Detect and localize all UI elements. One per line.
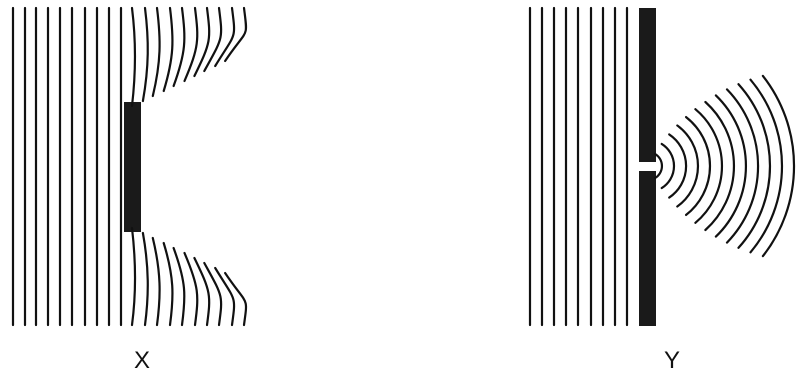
panel-y-label: Y xyxy=(664,349,680,373)
x-obstacle-barrier xyxy=(124,102,141,232)
x-lower-wavefront xyxy=(185,253,198,325)
y-barrier-upper xyxy=(639,8,656,162)
y-circular-wavefront xyxy=(716,95,746,236)
x-upper-wavefront xyxy=(225,8,246,61)
x-upper-wavefront xyxy=(215,8,234,66)
x-lower-wavefront xyxy=(132,228,135,325)
x-lower-wavefront xyxy=(143,233,148,325)
x-diffracted-wavefronts-upper xyxy=(132,8,246,106)
panel-x-obstacle xyxy=(13,8,246,325)
x-lower-wavefront xyxy=(164,243,173,325)
y-incident-wavefronts xyxy=(530,8,627,325)
y-circular-wavefront xyxy=(662,144,674,188)
y-circular-wavefront xyxy=(677,126,698,207)
x-upper-wavefront xyxy=(174,8,185,86)
x-upper-wavefront xyxy=(143,8,148,101)
x-upper-wavefront xyxy=(185,8,198,81)
y-circular-wavefront xyxy=(695,109,722,223)
panel-y-gap xyxy=(530,8,794,326)
y-barrier-lower xyxy=(639,171,656,326)
y-circular-wavefronts xyxy=(655,76,794,256)
x-lower-wavefront xyxy=(174,248,185,325)
x-upper-wavefront xyxy=(153,8,160,96)
x-lower-wavefront xyxy=(153,238,160,325)
x-diffracted-wavefronts-lower xyxy=(132,228,246,325)
x-lower-wavefront xyxy=(225,273,246,325)
x-incident-wavefronts xyxy=(13,8,121,325)
x-upper-wavefront xyxy=(132,8,135,106)
y-circular-wavefront xyxy=(655,154,662,178)
y-circular-wavefront xyxy=(763,76,794,256)
panel-x-label: X xyxy=(134,349,150,373)
y-circular-wavefront xyxy=(669,134,686,197)
x-lower-wavefront xyxy=(215,268,234,325)
x-upper-wavefront xyxy=(164,8,173,91)
y-circular-wavefront xyxy=(727,89,758,242)
